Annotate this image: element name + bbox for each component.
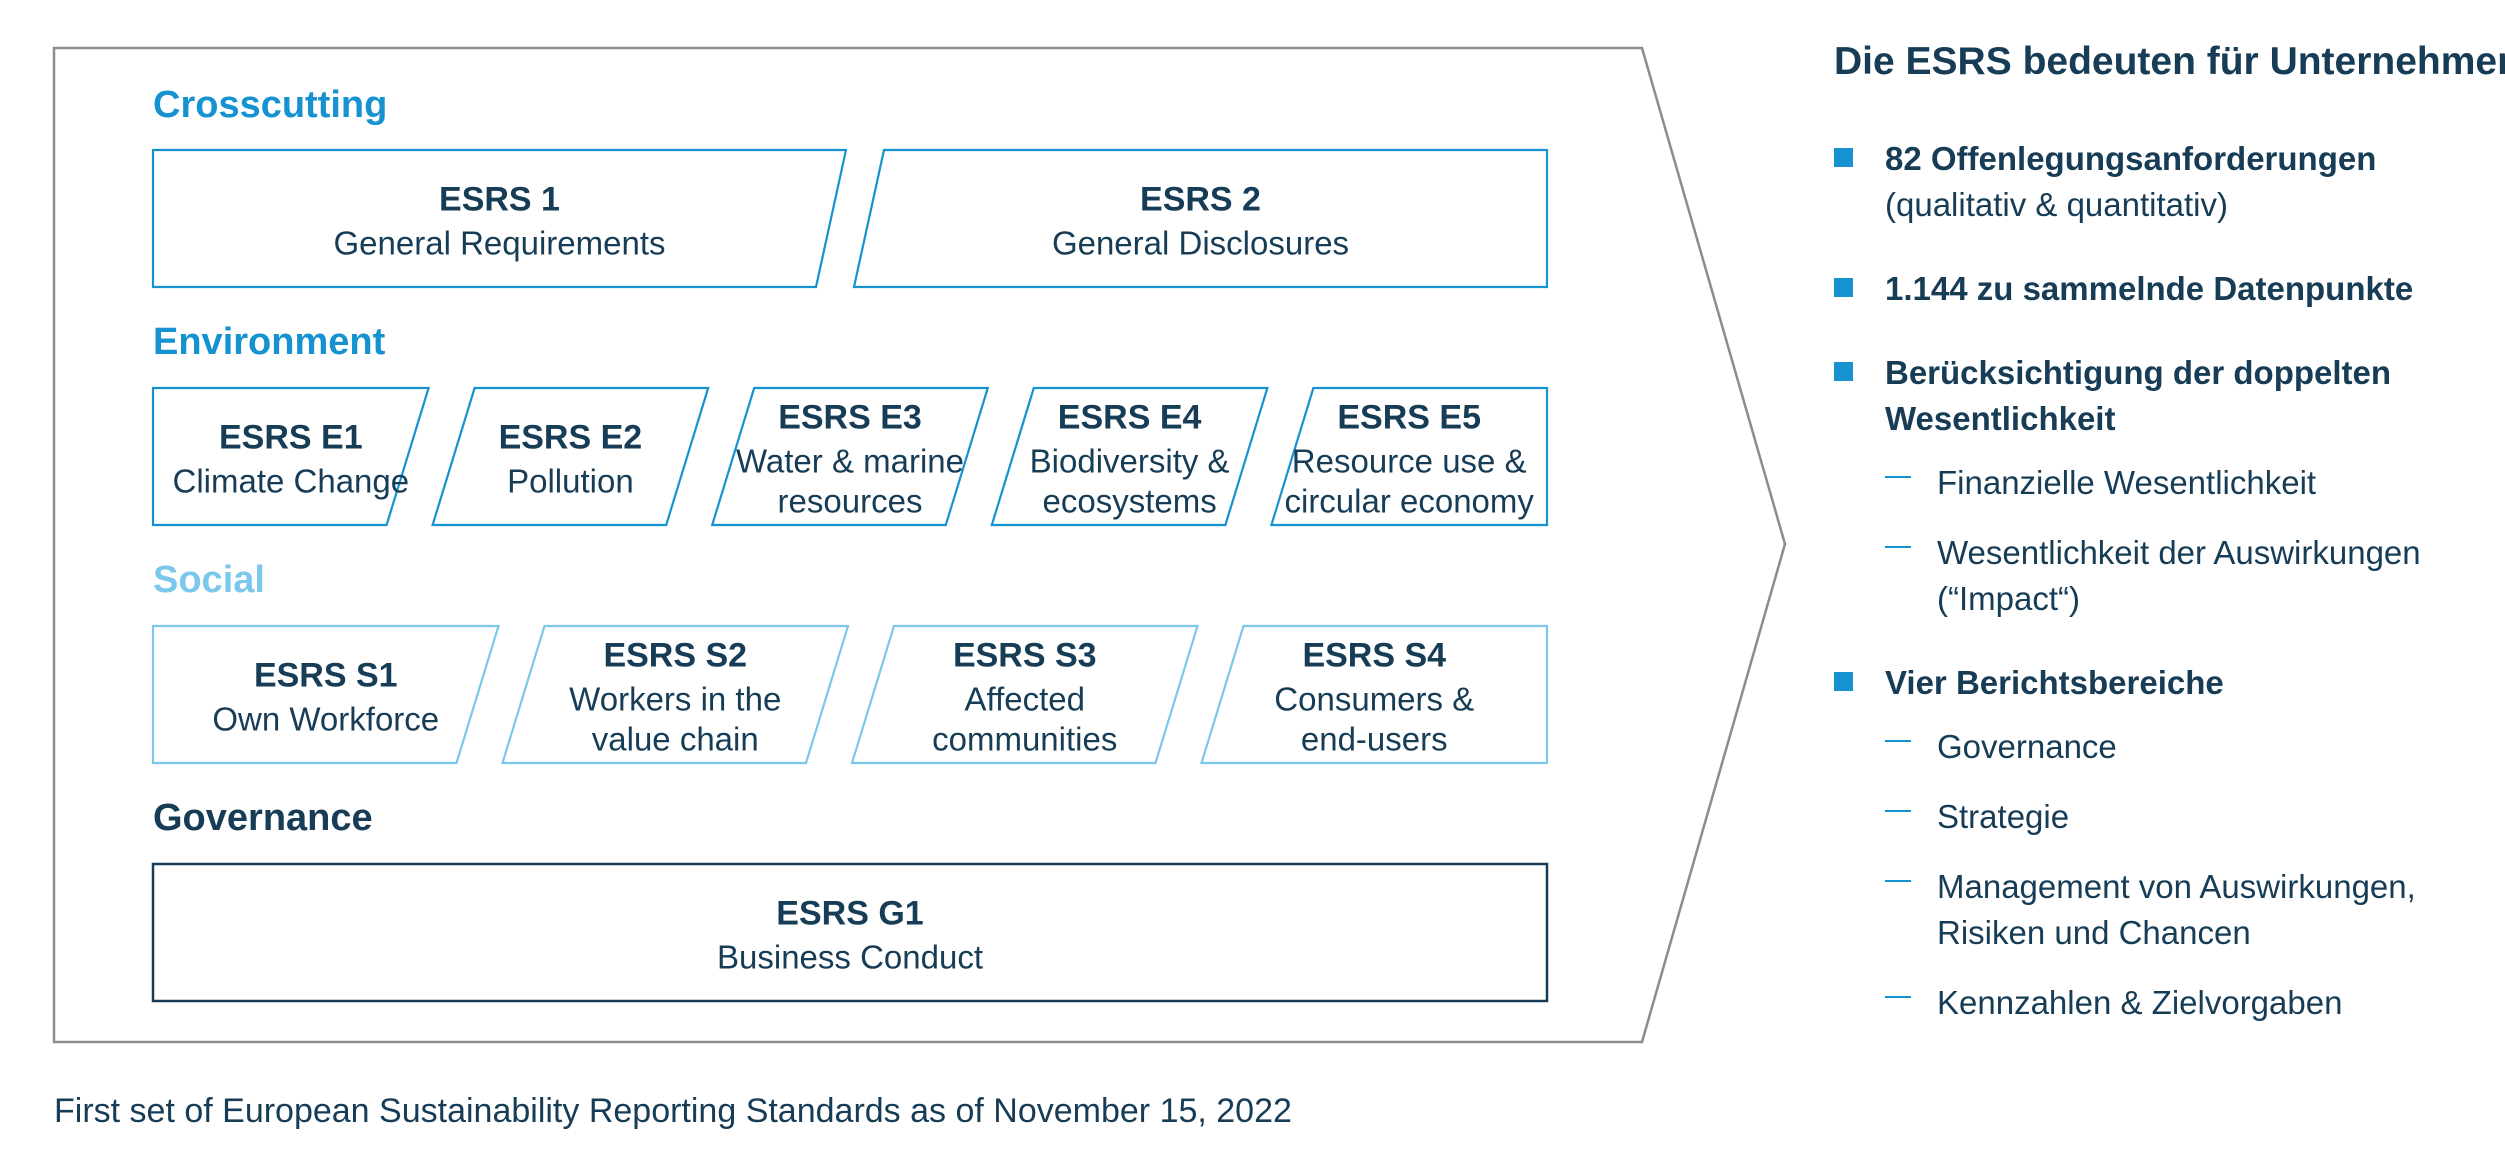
standard-name: end-users [1301, 721, 1448, 758]
standard-name: value chain [592, 721, 759, 758]
standard-box-outline [431, 386, 710, 527]
standard-box-outline [151, 624, 500, 765]
bullet-main-text: Vier Berichtsbereiche [1885, 664, 2224, 701]
sub-item-text: Kennzahlen & Zielvorgaben [1937, 984, 2343, 1021]
category-label-social: Social [153, 559, 265, 601]
bullet-main-text: 1.144 zu sammelnde Datenpunkte [1885, 270, 2414, 307]
footnote: First set of European Sustainability Rep… [54, 1092, 1292, 1130]
standard-box-outline [151, 386, 431, 527]
standard-code: ESRS 2 [1140, 181, 1261, 219]
bullet-item: Berücksichtigung der doppelten Wesentlic… [1834, 350, 2474, 622]
standard-name: Climate Change [172, 463, 409, 500]
standard-box-outline [990, 386, 1269, 527]
standard-box-esrs-e1: ESRS E1 Climate Change [151, 386, 431, 527]
standard-name: resources [778, 483, 923, 520]
sub-item-text: Management von Auswirkungen, Risiken und… [1937, 868, 2416, 951]
standard-box-esrs-e2: ESRS E2 Pollution [431, 386, 710, 527]
standard-box-outline [1200, 624, 1549, 765]
standard-name: General Disclosures [1052, 225, 1349, 262]
standard-box-esrs-g1: ESRS G1 Business Conduct [151, 862, 1549, 1003]
dash-icon [1885, 880, 1911, 882]
standard-name: General Requirements [334, 225, 666, 262]
standard-box-outline [151, 148, 848, 289]
bullet-item: 82 Offenlegungsanforderungen (qualitativ … [1834, 136, 2474, 228]
sub-item: Finanzielle Wesentlichkeit [1885, 460, 2474, 506]
dash-icon [1885, 740, 1911, 742]
bullet-main-text: Berücksichtigung der doppelten Wesentlic… [1885, 354, 2392, 437]
standard-name: Water & marine [736, 443, 964, 480]
standard-box-esrs-e5: ESRS E5 Resource use &circular economy [1269, 386, 1549, 527]
standard-name: Biodiversity & [1030, 443, 1230, 480]
standard-name: Affected [965, 681, 1085, 718]
standard-name: Resource use & [1292, 443, 1527, 480]
sub-item-text: Strategie [1937, 798, 2070, 835]
dash-icon [1885, 546, 1911, 548]
bullet-square-icon [1834, 362, 1853, 381]
bullet-note: (qualitativ & quantitativ) [1885, 186, 2229, 223]
standard-code: ESRS S1 [254, 657, 398, 695]
standard-code: ESRS E5 [1337, 399, 1481, 437]
sub-item: Governance [1885, 724, 2474, 770]
standard-code: ESRS E1 [219, 419, 363, 457]
standard-name: Workers in the [569, 681, 781, 718]
sub-item: Kennzahlen & Zielvorgaben [1885, 980, 2474, 1026]
bullet-item: 1.144 zu sammelnde Datenpunkte [1834, 266, 2474, 312]
bullet-square-icon [1834, 672, 1853, 691]
standard-code: ESRS E4 [1058, 399, 1202, 437]
arrow-frame [52, 46, 1787, 1044]
standard-name: circular economy [1284, 483, 1534, 520]
standard-box-outline [850, 624, 1199, 765]
bullet-main-text: 82 Offenlegungsanforderungen [1885, 140, 2377, 177]
category-label-governance: Governance [153, 797, 373, 839]
sub-item: Management von Auswirkungen, Risiken und… [1885, 864, 2474, 956]
standard-name: Business Conduct [717, 939, 983, 976]
bullet-square-icon [1834, 148, 1853, 167]
standard-box-esrs-s4: ESRS S4 Consumers &end-users [1200, 624, 1549, 765]
standard-box-outline [501, 624, 850, 765]
standard-name: communities [932, 721, 1117, 758]
standard-box-outline [151, 862, 1549, 1003]
standard-code: ESRS 1 [439, 181, 560, 219]
right-panel-heading: Die ESRS bedeuten für Unternehmen: [1834, 40, 2505, 83]
standard-code: ESRS E3 [778, 399, 922, 437]
standard-code: ESRS S3 [953, 637, 1097, 675]
dash-icon [1885, 996, 1911, 998]
sub-item-text: Governance [1937, 728, 2117, 765]
right-panel: Die ESRS bedeuten für Unternehmen: 82 Of… [1834, 40, 2505, 1064]
standard-name: Own Workforce [212, 701, 439, 738]
standard-code: ESRS S4 [1302, 637, 1446, 675]
sub-item-text: Finanzielle Wesentlichkeit [1937, 464, 2317, 501]
bullet-square-icon [1834, 278, 1853, 297]
standard-box-outline [1269, 386, 1549, 527]
standard-box-esrs-1: ESRS 1 General Requirements [151, 148, 848, 289]
category-label-environment: Environment [153, 321, 386, 363]
standard-name: Consumers & [1274, 681, 1474, 718]
standard-box-outline [852, 148, 1549, 289]
standard-code: ESRS G1 [776, 895, 923, 933]
sub-item-text: Wesentlichkeit der Auswirkungen (“Impact… [1937, 534, 2421, 617]
standard-box-outline [710, 386, 990, 527]
standard-box-esrs-2: ESRS 2 General Disclosures [852, 148, 1549, 289]
standard-code: ESRS E2 [499, 419, 643, 457]
sub-item: Wesentlichkeit der Auswirkungen (“Impact… [1885, 530, 2474, 622]
dash-icon [1885, 810, 1911, 812]
category-label-crosscutting: Crosscutting [153, 84, 387, 126]
dash-icon [1885, 476, 1911, 478]
standard-name: ecosystems [1042, 483, 1216, 520]
standard-name: Pollution [507, 463, 634, 500]
sub-item: Strategie [1885, 794, 2474, 840]
standard-box-esrs-s1: ESRS S1 Own Workforce [151, 624, 500, 765]
bullet-list: 82 Offenlegungsanforderungen (qualitativ … [1834, 136, 2474, 1026]
standard-code: ESRS S2 [603, 637, 747, 675]
standard-box-esrs-e4: ESRS E4 Biodiversity &ecosystems [990, 386, 1269, 527]
